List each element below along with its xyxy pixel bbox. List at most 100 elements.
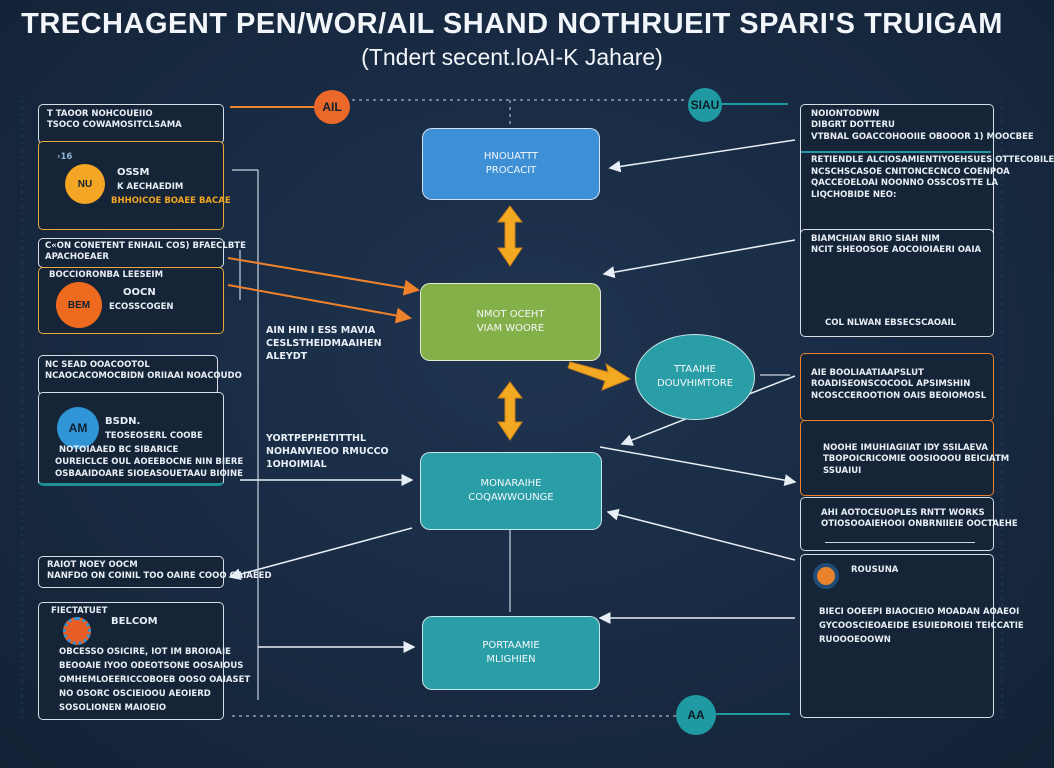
divider <box>825 542 975 543</box>
left-panel-card-1[interactable]: ›16 NU OSSM K AECHAEDIM BHHOICOE BOAEE B… <box>38 141 231 230</box>
top-right-marker: SIAU <box>688 88 722 122</box>
flow-node-top-line1: HNOUATTT <box>483 150 539 162</box>
panel-prefix: ›16 <box>57 152 73 162</box>
panel-title: OOCN <box>123 287 156 298</box>
flow-node-core[interactable]: NMOT OCEHT VIAM WOORE <box>420 283 601 361</box>
panel-line: TSOCO COWAMOSITCLSAMA <box>47 120 182 131</box>
right-panel-3[interactable]: AIE BOOLIAATIAAPSLUT ROADISEONSCOCOOL AP… <box>800 353 994 421</box>
arrow-to-left-panel <box>228 527 413 581</box>
mid-label-upper-line: AIN HIN I ESS MAVIA <box>266 325 376 336</box>
flow-node-top[interactable]: HNOUATTT PROCACIT <box>422 128 600 200</box>
panel-line: NOOHE IMUHIAGIIAT IDY SSILAEVA <box>823 443 988 453</box>
right-panel-4[interactable]: NOOHE IMUHIAGIIAT IDY SSILAEVA TBOPOICRI… <box>800 420 1010 496</box>
panel-line: SOSOLIONEN MAIOEIO <box>59 703 167 713</box>
panel-line: NOIONTODWN <box>811 109 880 119</box>
right-panel-6[interactable]: ROUSUNA BIECI OOEEPI BIAOCIEIO MOADAN AO… <box>800 554 1024 718</box>
panel-prefix: BOCCIORONBA LEESEIM <box>49 270 164 280</box>
panel-line: BIECI OOEEPI BIAOCIEIO MOADAN AOAEOI <box>819 607 1020 617</box>
flow-node-core-line1: NMOT OCEHT <box>476 308 545 320</box>
flow-node-top-line2: PROCACIT <box>485 165 537 176</box>
panel-line: TBOPOICRICOMIE OOSIOOOU BEICIATM <box>823 454 1010 465</box>
flow-ellipse[interactable]: TTAAIHE DOUVHIMTORE <box>635 334 755 420</box>
avatar: BEM <box>56 282 102 328</box>
panel-line: QACCEOELOAI NOONNO OSSCOSTTE LA <box>811 178 999 189</box>
right-panel-5[interactable]: AHI AOTOCEUOPLES RNTT WORKS OTIOSOOAIEHO… <box>800 497 1018 551</box>
panel-line: NANFDO ON COINIL TOO OAIRE COOO OAIAEED <box>47 571 272 582</box>
connector-layer <box>21 99 1003 720</box>
gold-arrow-to-ellipse <box>567 361 632 391</box>
panel-line: NC SEAD OOACOOTOL <box>45 360 150 370</box>
mid-label-lower-line: YORTPEPHETITTHL <box>266 433 367 444</box>
panel-line: GYCOOSCIEOAEIDE ESUIEDROIEI TEICCATIE <box>819 621 1024 631</box>
left-panel-header-3[interactable]: NC SEAD OOACOOTOL NCAOCACOMOCBIDN ORIIAA… <box>38 355 242 395</box>
panel-line: BIAMCHIAN BRIO SIAH NIM <box>811 234 940 244</box>
target-icon <box>813 563 839 589</box>
panel-line: DIBGRT DOTTERU <box>811 120 895 131</box>
panel-line: ROADISEONSCOCOOL APSIMSHIN <box>811 379 971 390</box>
flow-node-bottom-line1: PORTAAMIE <box>482 639 540 651</box>
panel-line: OTIOSOOAIEHOOI ONBRNIIEIE OOCTAEHE <box>821 519 1018 530</box>
flow-node-bottom-line2: MLIGHIEN <box>486 654 536 665</box>
mid-label-upper-line: CESLSTHEIDMAAIHEN <box>266 337 382 349</box>
panel-title: ROUSUNA <box>851 565 899 575</box>
flow-ellipse-line1: TTAAIHE <box>673 363 716 375</box>
flow-node-middle-line2: COQAWWOUNGE <box>468 492 554 503</box>
panel-line: RAIOT NOEY OOCM <box>47 560 138 570</box>
orange-arrow-1 <box>227 257 420 296</box>
panel-line: NCSCHSCASOE CNITONCECNCO COENPOA <box>811 166 1010 177</box>
panel-line: OBCESSO OSICIRE, IOT IM BROIOAIE <box>59 647 231 657</box>
gold-double-arrow-top <box>497 205 523 267</box>
gold-double-arrow-bottom <box>497 381 523 441</box>
avatar: AM <box>57 407 99 449</box>
left-panel-header-4[interactable]: RAIOT NOEY OOCM NANFDO ON COINIL TOO OAI… <box>38 556 272 588</box>
left-panel-card-4[interactable]: FIECTATUET BELCOM OBCESSO OSICIRE, IOT I… <box>38 602 250 720</box>
panel-line: OSBAAIDOARE SIOEASOUETAAU BIOINE <box>55 469 243 479</box>
panel-line: C«ON CONETENT ENHAIL COS) BFAECLBTE <box>45 241 246 251</box>
panel-line: RETIENDLE ALCIOSAMIENTIYOEHSUES OTTECOBI… <box>811 155 1054 166</box>
flow-node-bottom[interactable]: PORTAAMIE MLIGHIEN <box>422 616 600 690</box>
panel-line: K AECHAEDIM <box>117 182 184 192</box>
left-panel-card-2[interactable]: BOCCIORONBA LEESEIM BEM OOCN ECOSSCOGEN <box>38 267 224 334</box>
panel-line: APACHOEAER <box>45 252 109 263</box>
left-panel-card-3[interactable]: AM BSDN. TEOSEOSERL COOBE NOTOIAAED BC S… <box>38 392 243 486</box>
flow-ellipse-line2: DOUVHIMTORE <box>656 378 734 389</box>
panel-line: LIQCHOBIDE NEO: <box>811 189 897 200</box>
left-panel-header-1[interactable]: T TAOOR NOHCOUEIIO TSOCO COWAMOSITCLSAMA <box>38 104 224 144</box>
panel-title: BELCOM <box>111 616 158 627</box>
panel-line: NCIT SHEOOSOE AOCOIOIAERI OAIA <box>811 245 982 256</box>
flow-node-middle[interactable]: MONARAIHE COQAWWOUNGE <box>420 452 602 530</box>
panel-title: BSDN. <box>105 416 141 427</box>
bottom-marker: AA <box>676 695 716 735</box>
panel-line: OMHEMLOEERICCOBOEB OOSO OAIASET <box>59 675 251 685</box>
panel-prefix: FIECTATUET <box>51 606 108 616</box>
flow-node-core-line2: VIAM WOORE <box>476 323 545 334</box>
sun-icon <box>63 617 91 645</box>
panel-line: VTBNAL GOACCOHOOIIE OBOOOR 1) MOOCBEE <box>811 131 1034 142</box>
diagram-subtitle: (Tndert secent.loAI-K Jahare) <box>361 44 663 70</box>
right-panel-2[interactable]: BIAMCHIAN BRIO SIAH NIM NCIT SHEOOSOE AO… <box>800 229 994 337</box>
panel-line: AHI AOTOCEUOPLES RNTT WORKS <box>821 508 985 518</box>
left-panel-header-2[interactable]: C«ON CONETENT ENHAIL COS) BFAECLBTE APAC… <box>38 238 246 268</box>
flow-node-middle-line1: MONARAIHE <box>480 477 542 489</box>
panel-line: NOTOIAAED BC SIBARICE <box>59 445 179 455</box>
mid-label-lower-line: 1OHOIMIAL <box>266 458 327 470</box>
panel-line: NO OSORC OSCIEIOOU AEOIERD <box>59 689 211 699</box>
avatar: NU <box>65 164 105 204</box>
teal-divider <box>801 151 991 153</box>
mid-label-lower-line: NOHANVIEOO RMUCCO <box>266 445 389 457</box>
orange-arrow-2 <box>227 284 412 324</box>
panel-line: T TAOOR NOHCOUEIIO <box>47 109 153 119</box>
panel-line: TEOSEOSERL COOBE <box>105 431 203 441</box>
diagram-title: TRECHAGENT PEN/WOR/AIL SHAND NOTHRUEIT S… <box>21 8 1003 40</box>
panel-line: NCAOCACOMOCBIDN ORIIAAI NOACOUDO <box>45 371 242 382</box>
arrow-from-right-1 <box>608 139 796 173</box>
panel-line: OUREICLCE OUL AOEEBOCNE NIN BIERE <box>55 457 244 467</box>
top-left-marker: AIL <box>314 90 350 124</box>
panel-line: BHHOICOE BOAEE BACAE <box>111 196 231 206</box>
mid-label-upper-line: ALEYDT <box>266 350 308 362</box>
panel-line: AIE BOOLIAATIAAPSLUT <box>811 368 924 378</box>
panel-line: COL NLWAN EBSECSCAOAIL <box>825 318 957 328</box>
panel-line: ECOSSCOGEN <box>109 302 174 312</box>
mid-label-lower: YORTPEPHETITTHL NOHANVIEOO RMUCCO 1OHOIM… <box>266 433 389 471</box>
panel-line: NCOSCCEROOTION OAIS BEOIOMOSL <box>811 390 987 401</box>
